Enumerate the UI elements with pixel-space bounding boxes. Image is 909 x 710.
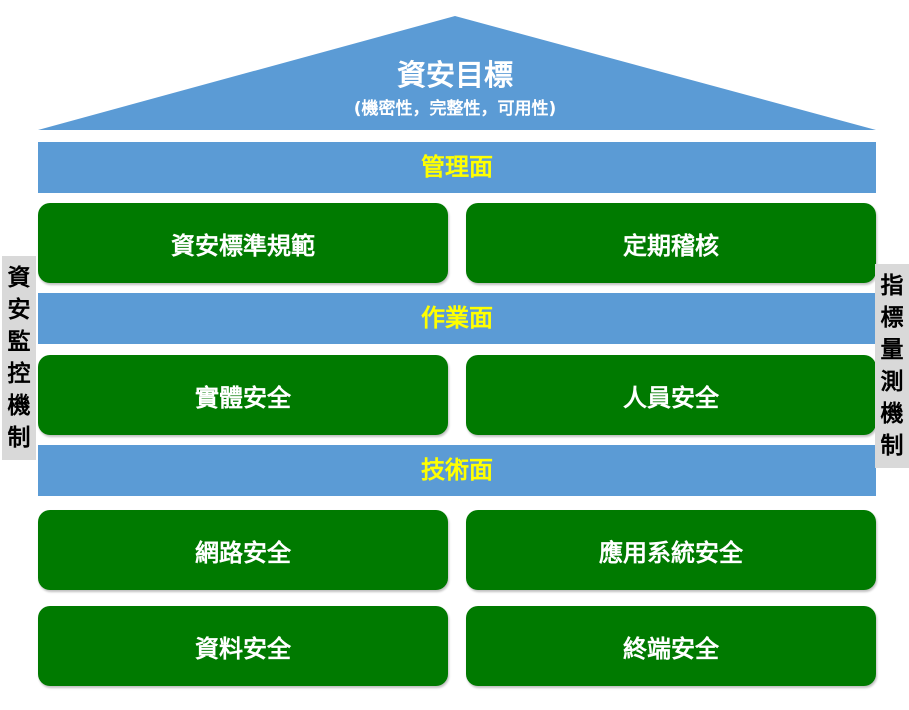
band-management: 管理面 <box>38 142 876 193</box>
band-operations-label: 作業面 <box>421 304 493 332</box>
box-personnel-security: 人員安全 <box>466 355 876 435</box>
box-physical-security-label: 實體安全 <box>195 383 291 412</box>
band-technical: 技術面 <box>38 445 876 496</box>
box-periodic-audit: 定期稽核 <box>466 203 876 283</box>
side-left-char: 機 <box>7 393 31 419</box>
side-right-char: 制 <box>880 433 904 459</box>
side-right-char: 標 <box>880 305 904 331</box>
side-right-char: 指 <box>880 273 904 299</box>
box-data-security-label: 資料安全 <box>195 634 291 663</box>
band-technical-label: 技術面 <box>421 456 493 484</box>
side-right-char: 機 <box>880 401 904 427</box>
side-right-char: 量 <box>880 337 904 363</box>
side-right-char: 測 <box>880 369 904 395</box>
side-left-char: 安 <box>7 297 31 323</box>
side-left-char: 監 <box>7 329 31 355</box>
box-endpoint-security-label: 終端安全 <box>623 634 719 663</box>
box-security-standards-label: 資安標準規範 <box>171 231 315 260</box>
box-security-standards: 資安標準規範 <box>38 203 448 283</box>
band-management-label: 管理面 <box>421 153 493 181</box>
box-data-security: 資料安全 <box>38 606 448 686</box>
box-physical-security: 實體安全 <box>38 355 448 435</box>
box-endpoint-security: 終端安全 <box>466 606 876 686</box>
roof-subtitle: (機密性，完整性，可用性) <box>353 99 557 119</box>
side-label-indicator-measurement: 指 標 量 測 機 制 <box>875 264 909 468</box>
roof-triangle <box>38 16 876 130</box>
band-operations: 作業面 <box>38 293 876 344</box>
side-label-security-monitoring: 資 安 監 控 機 制 <box>2 256 36 460</box>
box-personnel-security-label: 人員安全 <box>623 383 719 412</box>
side-left-char: 控 <box>7 361 31 387</box>
roof-title: 資安目標 <box>396 58 513 92</box>
side-left-char: 制 <box>7 425 31 451</box>
box-network-security: 網路安全 <box>38 510 448 590</box>
box-application-security: 應用系統安全 <box>466 510 876 590</box>
box-network-security-label: 網路安全 <box>195 538 291 567</box>
side-left-char: 資 <box>7 265 31 291</box>
box-periodic-audit-label: 定期稽核 <box>623 231 719 260</box>
box-application-security-label: 應用系統安全 <box>599 538 743 567</box>
